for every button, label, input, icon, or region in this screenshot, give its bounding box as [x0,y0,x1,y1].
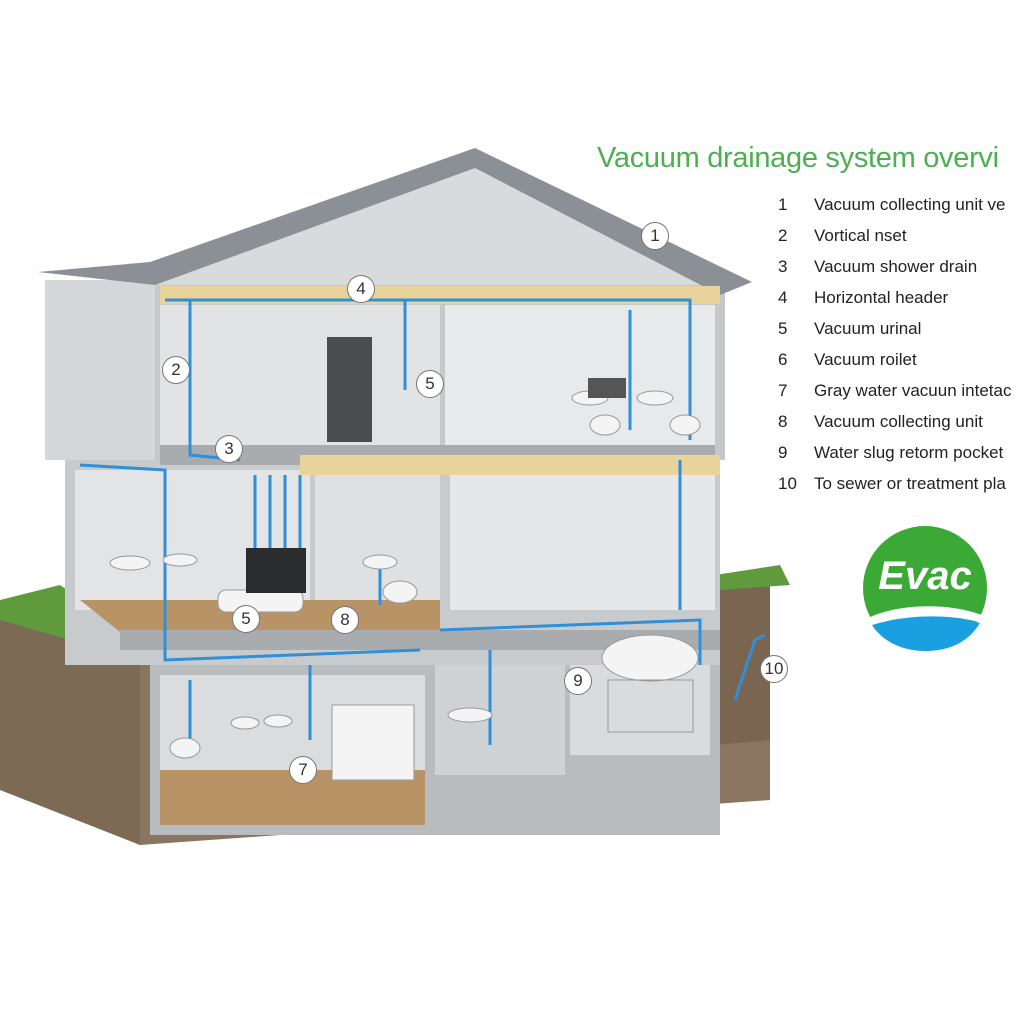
legend-number: 7 [778,381,788,400]
legend-label: Vacuum collecting unit ve [814,195,1006,214]
grass-right [715,565,790,590]
mirror [588,378,626,398]
evac-logo: Evac [863,526,987,651]
legend-item: 10 To sewer or treatment pla [778,474,1011,505]
legend-number: 5 [778,319,788,338]
ground-room-right [450,470,715,610]
legend-item: 7 Gray water vacuun intetac [778,381,1011,412]
callout-5-upper: 5 [416,370,444,398]
soil-right [715,580,770,745]
legend-label: Vacuum collecting unit [814,412,983,431]
legend-number: 1 [778,195,788,214]
callout-9: 9 [564,667,592,695]
legend-number: 6 [778,350,788,369]
callout-3: 3 [215,435,243,463]
callout-2: 2 [162,356,190,384]
legend-label: Vacuum shower drain [814,257,978,276]
legend-label: To sewer or treatment pla [814,474,1006,493]
legend-label: Vacuum urinal [814,319,922,338]
gable-wall [155,160,720,285]
callout-1: 1 [641,222,669,250]
legend-item: 8 Vacuum collecting unit [778,412,1011,443]
door [327,337,372,442]
legend-item: 3 Vacuum shower drain [778,257,1011,288]
legend: 1 Vacuum collecting unit ve 2 Vortical nse… [778,195,1011,505]
upper-room-left [160,305,440,455]
diagram-title: Vacuum drainage system overvi [597,142,999,174]
legend-label: Horizontal header [814,288,949,307]
legend-number: 4 [778,288,788,307]
legend-label: Vortical nset [814,226,907,245]
insulation-layer [300,455,720,475]
legend-label: Water slug retorm pocket [814,443,1004,462]
basement-floor [160,770,425,825]
shower-panel [246,548,306,593]
legend-item: 4 Horizontal header [778,288,1011,319]
callout-8: 8 [331,606,359,634]
ground-room-mid [315,475,440,615]
legend-label: Vacuum roilet [814,350,917,369]
legend-number: 3 [778,257,788,276]
upper-room-right [445,305,715,455]
legend-item: 9 Water slug retorm pocket [778,443,1011,474]
legend-number: 2 [778,226,788,245]
soil-block [0,615,140,845]
logo-text: Evac [878,554,971,598]
legend-item: 1 Vacuum collecting unit ve [778,195,1011,226]
upper-siding [45,280,155,460]
callout-4: 4 [347,275,375,303]
callout-10: 10 [760,655,788,683]
callout-7: 7 [289,756,317,784]
legend-item: 2 Vortical nset [778,226,1011,257]
legend-label: Gray water vacuun intetac [814,381,1012,400]
legend-number: 9 [778,443,788,462]
legend-number: 8 [778,412,788,431]
legend-number: 10 [778,474,797,493]
callout-5-lower: 5 [232,605,260,633]
legend-item: 5 Vacuum urinal [778,319,1011,350]
ground-slab [120,630,720,650]
roof [38,148,752,295]
legend-item: 6 Vacuum roilet [778,350,1011,381]
